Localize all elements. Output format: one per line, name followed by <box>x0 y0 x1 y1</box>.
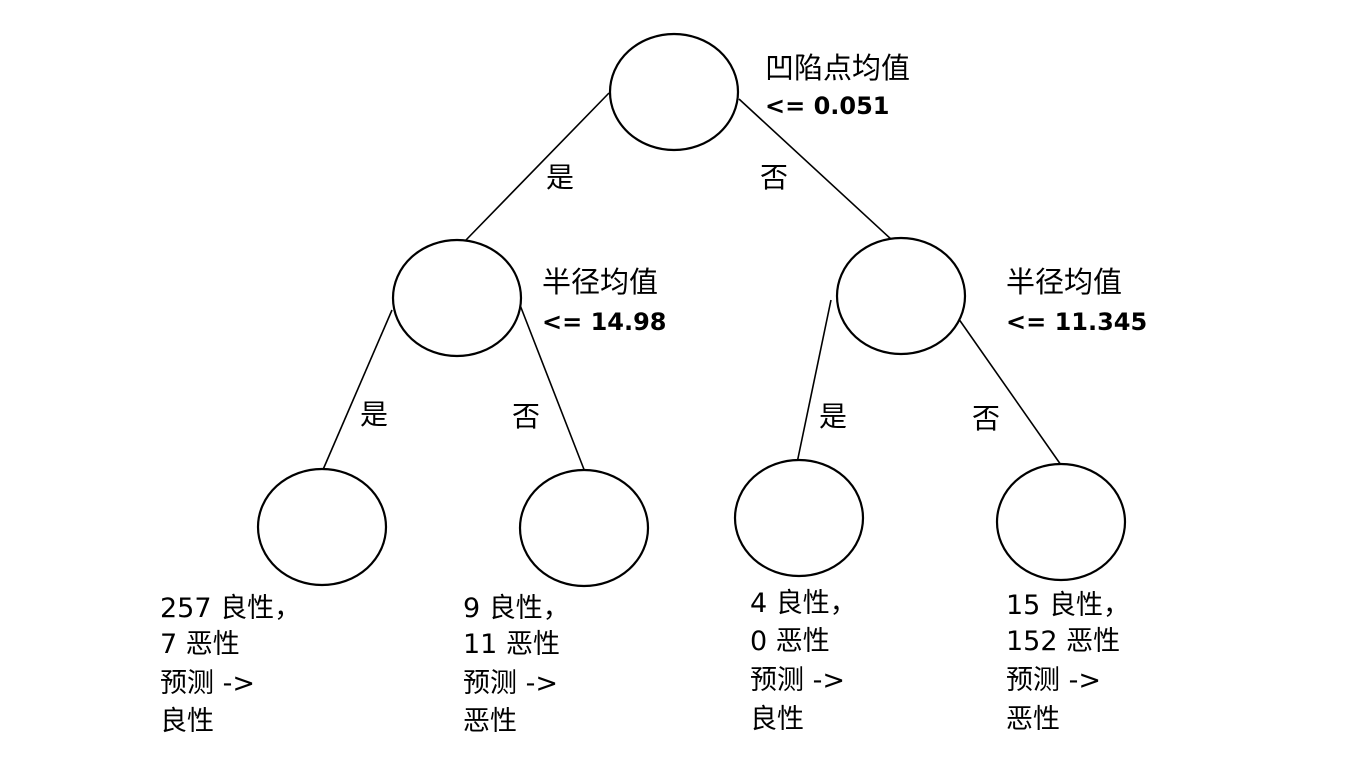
leaf-3-line-4: 良性 <box>750 704 804 735</box>
leaf-node-2 <box>518 468 650 588</box>
edge-root-right <box>738 98 893 241</box>
edge-right-leaf3 <box>796 299 832 464</box>
left-split-node <box>391 238 523 358</box>
left-feature-label: 半径均值 <box>542 265 658 299</box>
leaf-1-line-1: 257 良性， <box>160 593 301 624</box>
edge-left-leaf2 <box>519 304 586 473</box>
root-no-label: 否 <box>760 161 788 194</box>
edge-left-leaf1 <box>321 309 393 473</box>
leaf-node-3 <box>733 458 865 578</box>
leaf-4-summary: 15 良性， 152 恶性 预测 -> 恶性 <box>1006 590 1130 735</box>
leaf-4-line-3: 预测 -> <box>1006 665 1101 696</box>
root-node <box>608 32 740 152</box>
leaf-1-line-3: 预测 -> <box>160 668 255 699</box>
root-feature-label: 凹陷点均值 <box>765 51 910 85</box>
leaf-3-line-1: 4 良性， <box>750 588 857 619</box>
leaf-1-line-4: 良性 <box>160 706 214 737</box>
leaf-2-line-2: 11 恶性 <box>463 629 560 660</box>
leaf-4-line-2: 152 恶性 <box>1006 626 1120 657</box>
edge-right-leaf4 <box>955 314 1062 466</box>
leaf-4-line-1: 15 良性， <box>1006 590 1130 621</box>
right-split-node <box>835 236 967 356</box>
leaf-1-line-2: 7 恶性 <box>160 629 240 660</box>
leaf-node-4 <box>995 462 1127 582</box>
right-no-label: 否 <box>972 402 1000 435</box>
left-threshold-label: <= 14.98 <box>542 308 667 336</box>
leaf-3-summary: 4 良性， 0 恶性 预测 -> 良性 <box>750 588 857 735</box>
leaf-1-summary: 257 良性， 7 恶性 预测 -> 良性 <box>160 593 301 737</box>
edge-root-left <box>465 92 610 241</box>
left-yes-label: 是 <box>360 398 388 431</box>
leaf-3-line-3: 预测 -> <box>750 665 845 696</box>
right-feature-label: 半径均值 <box>1006 265 1122 299</box>
leaf-4-line-4: 恶性 <box>1006 704 1060 735</box>
root-threshold-label: <= 0.051 <box>765 92 890 120</box>
root-yes-label: 是 <box>546 161 574 194</box>
right-yes-label: 是 <box>819 400 847 433</box>
leaf-node-1 <box>256 467 388 587</box>
leaf-2-summary: 9 良性， 11 恶性 预测 -> 恶性 <box>463 593 570 737</box>
left-no-label: 否 <box>512 400 540 433</box>
leaf-3-line-2: 0 恶性 <box>750 626 830 657</box>
leaf-2-line-4: 恶性 <box>463 706 517 737</box>
leaf-2-line-3: 预测 -> <box>463 668 558 699</box>
leaf-2-line-1: 9 良性， <box>463 593 570 624</box>
right-threshold-label: <= 11.345 <box>1006 308 1147 336</box>
